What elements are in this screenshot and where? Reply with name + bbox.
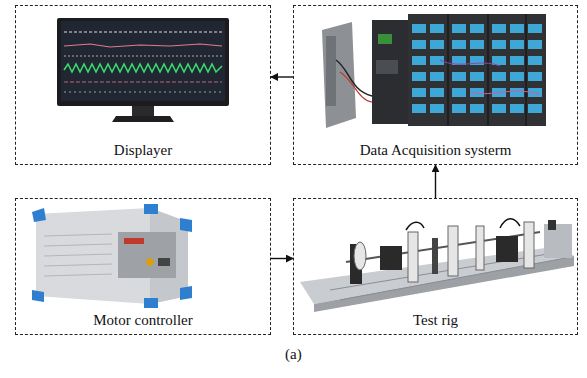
- box-label: Motor controller: [90, 312, 196, 329]
- controller-box: Motor controller: [15, 198, 271, 335]
- caption: (a): [285, 346, 302, 363]
- monitor-illustration: [57, 18, 229, 122]
- arrow-connector: [271, 76, 293, 77]
- controller-illustration: [32, 204, 192, 308]
- test-rig-illustration: [300, 219, 574, 312]
- test-rig-box: Test rig: [293, 198, 578, 335]
- box-label: Displayer: [111, 142, 175, 159]
- box-label: Data Acquisition systerm: [357, 142, 515, 159]
- arrow-connector: [435, 165, 436, 198]
- box-label: Test rig: [410, 312, 461, 329]
- daq-illustration: [322, 14, 546, 128]
- arrow-connector: [271, 258, 293, 259]
- displayer-box: Displayer: [15, 5, 271, 165]
- daq-box: Data Acquisition systerm: [293, 5, 578, 165]
